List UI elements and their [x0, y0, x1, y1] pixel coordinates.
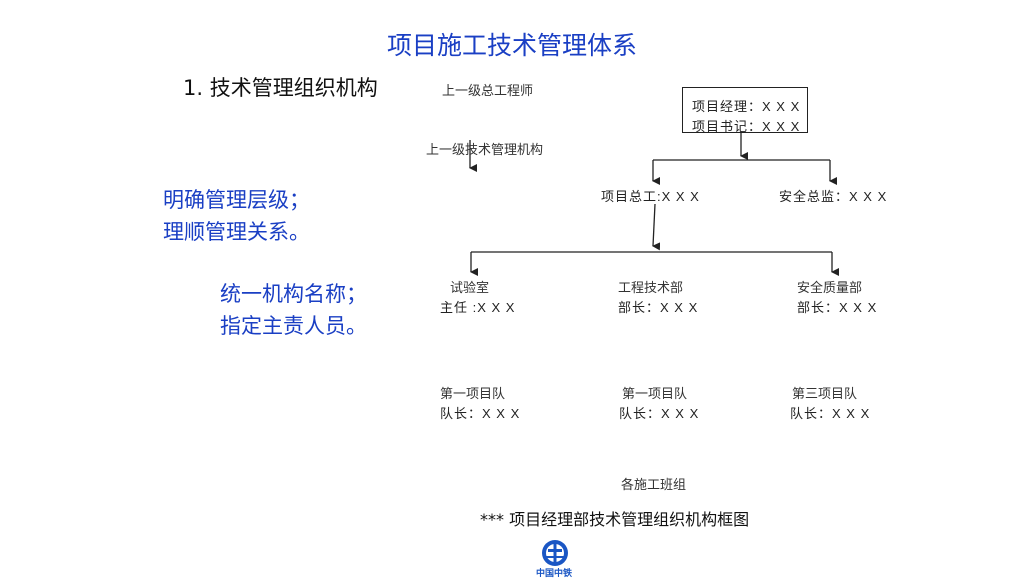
- project-secretary-label: 项目书记：X X X: [692, 119, 801, 134]
- upper-engineer-label: 上一级总工程师: [442, 84, 534, 99]
- crec-logo-icon: [542, 540, 568, 566]
- quality-dept-name: 安全质量部: [797, 281, 863, 296]
- lab-name: 试验室: [450, 281, 490, 296]
- engineering-dept-lead: 部长：X X X: [618, 300, 699, 315]
- note-relations: 理顺管理关系。: [163, 220, 310, 244]
- team-1-name: 第一项目队: [440, 387, 506, 402]
- section-heading: 1. 技术管理组织机构: [183, 76, 378, 100]
- team-3-name: 第三项目队: [792, 387, 858, 402]
- team-2-lead: 队长：X X X: [619, 406, 700, 421]
- project-manager-label: 项目经理：X X X: [692, 99, 801, 114]
- slide-title: 项目施工技术管理体系: [386, 31, 637, 60]
- engineering-dept-name: 工程技术部: [618, 281, 684, 296]
- note-responsibility: 指定主责人员。: [220, 314, 367, 338]
- quality-dept-lead: 部长：X X X: [797, 300, 878, 315]
- team-3-lead: 队长：X X X: [790, 406, 871, 421]
- construction-crews-label: 各施工班组: [621, 478, 687, 493]
- logo-text: 中国中铁: [536, 569, 573, 579]
- project-manager-box: [682, 87, 808, 133]
- chief-down-arrow: [652, 203, 661, 251]
- team-2-name: 第一项目队: [622, 387, 688, 402]
- chart-caption: *** 项目经理部技术管理组织机构框图: [480, 510, 750, 529]
- note-hierarchy: 明确管理层级；: [163, 188, 310, 212]
- team-1-lead: 队长：X X X: [440, 406, 521, 421]
- safety-director-label: 安全总监：X X X: [779, 189, 888, 204]
- upper-org-label: 上一级技术管理机构: [426, 143, 544, 158]
- chief-engineer-label: 项目总工:X X X: [601, 189, 700, 204]
- lab-lead: 主任 :X X X: [440, 300, 516, 315]
- note-names: 统一机构名称；: [220, 282, 367, 306]
